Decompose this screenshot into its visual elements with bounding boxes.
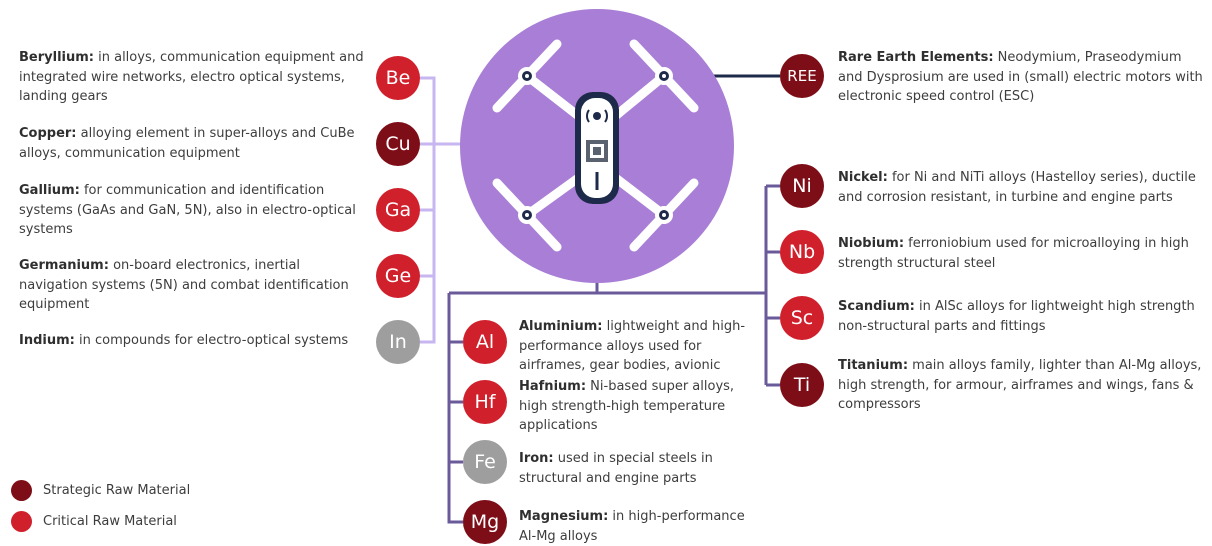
description-copper: Copper: alloying element in super-alloys… bbox=[19, 126, 355, 161]
propeller-hubs bbox=[518, 67, 673, 224]
legend-critical: Critical Raw Material bbox=[11, 511, 177, 532]
element-circle-sc: Sc bbox=[780, 296, 824, 340]
element-circle-hf: Hf bbox=[463, 380, 507, 424]
element-circle-in: In bbox=[376, 320, 420, 364]
legend-dot-strategic bbox=[11, 480, 32, 501]
element-circle-be: Be bbox=[376, 56, 420, 100]
description-indium: Indium: in compounds for electro-optical… bbox=[19, 333, 349, 348]
element-circle-ti: Ti bbox=[780, 363, 824, 407]
description-beryllium: Beryllium: in alloys, communication equi… bbox=[19, 50, 364, 104]
description-rare-earth-elements: Rare Earth Elements: Neodymium, Praseody… bbox=[838, 50, 1203, 104]
legend-label-strategic: Strategic Raw Material bbox=[43, 483, 191, 498]
drone-illustration bbox=[460, 9, 734, 283]
description-aluminium: Aluminium: lightweight and high-performa… bbox=[519, 319, 746, 373]
legend-strategic: Strategic Raw Material bbox=[11, 480, 190, 501]
element-circle-cu: Cu bbox=[376, 122, 420, 166]
description-titanium: Titanium: main alloys family, lighter th… bbox=[838, 358, 1202, 412]
drone-body bbox=[575, 92, 619, 204]
legend-label-critical: Critical Raw Material bbox=[43, 514, 177, 529]
element-circle-nb: Nb bbox=[780, 230, 824, 274]
description-hafnium: Hafnium: Ni-based super alloys, high str… bbox=[519, 379, 735, 433]
description-scandium: Scandium: in AlSc alloys for lightweight… bbox=[838, 299, 1195, 334]
description-nickel: Nickel: for Ni and NiTi alloys (Hastello… bbox=[838, 170, 1196, 205]
description-magnesium: Magnesium: in high-performance Al-Mg all… bbox=[519, 509, 745, 544]
description-gallium: Gallium: for communication and identific… bbox=[19, 183, 356, 237]
element-circle-ga: Ga bbox=[376, 188, 420, 232]
element-circle-al: Al bbox=[463, 320, 507, 364]
element-circle-ge: Ge bbox=[376, 254, 420, 298]
element-circle-fe: Fe bbox=[463, 440, 507, 484]
description-niobium: Niobium: ferroniobium used for microallo… bbox=[838, 236, 1189, 271]
element-circle-ree: REE bbox=[780, 54, 824, 98]
legend-dot-critical bbox=[11, 511, 32, 532]
element-circle-ni: Ni bbox=[780, 164, 824, 208]
description-iron: Iron: used in special steels in structur… bbox=[519, 451, 713, 486]
description-germanium: Germanium: on-board electronics, inertia… bbox=[19, 258, 349, 312]
element-circle-mg: Mg bbox=[463, 500, 507, 544]
